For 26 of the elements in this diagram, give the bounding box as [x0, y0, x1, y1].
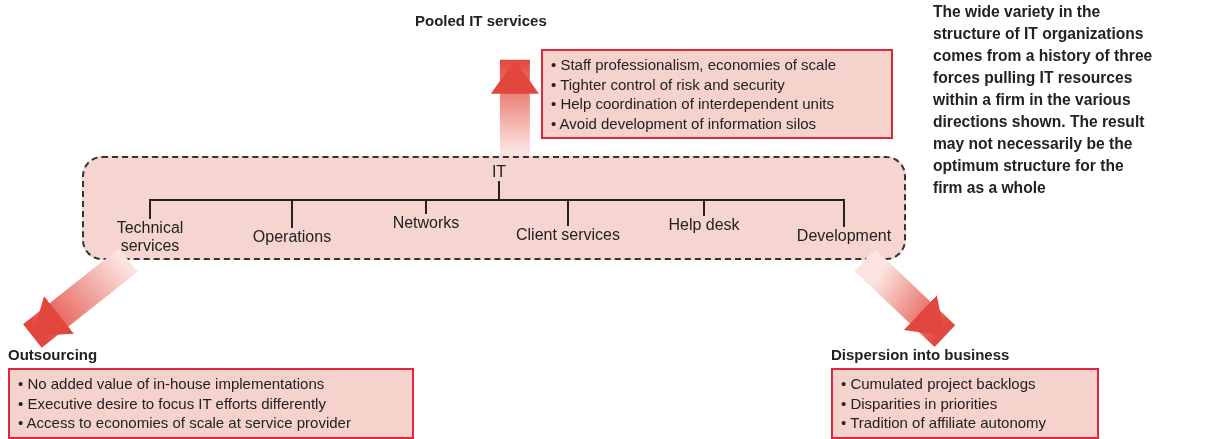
bullet-item: • Tighter control of risk and security: [551, 74, 786, 94]
bullet-item: • Staff professionalism, economies of scale: [551, 55, 838, 75]
bullet-item: • Access to economies of scale at service provider: [18, 413, 352, 433]
org-connector: [498, 180, 845, 228]
note-paragraph: The wide variety in the structure of IT organizations comes from a history of three forces pulling IT resources within a firm in the various directions shown. The result may not necessarily be the optimum structure for the firm as a whole: [933, 2, 1154, 198]
unit-label: Operations: [252, 228, 332, 246]
bullet-item: • Executive desire to focus IT efforts differently: [18, 393, 327, 413]
force-arrow: [490, 59, 539, 156]
unit-label: Development: [796, 227, 892, 245]
unit-label: Networks: [392, 214, 460, 232]
bullet-item: • Avoid development of information silos: [551, 113, 818, 133]
org-band: [82, 156, 906, 260]
bullet-item: • No added value of in-house implementations: [18, 374, 326, 394]
force-arrow: [854, 249, 956, 347]
unit-label: Client services: [516, 226, 620, 244]
heading: Pooled IT services: [415, 12, 548, 30]
unit-label: Help desk: [668, 216, 740, 234]
bullet-item: • Help coordination of interdependent units: [551, 94, 835, 114]
bullet-item: • Disparities in priorities: [841, 393, 999, 413]
force-arrow: [23, 248, 138, 348]
heading: Outsourcing: [8, 346, 99, 364]
bullet-item: • Cumulated project backlogs: [841, 374, 1037, 394]
heading: Dispersion into business: [831, 346, 1011, 364]
bullet-item: • Tradition of affiliate autonomy: [841, 413, 1048, 433]
org-root-label: IT: [491, 163, 507, 181]
unit-label: Technical services: [105, 219, 195, 255]
